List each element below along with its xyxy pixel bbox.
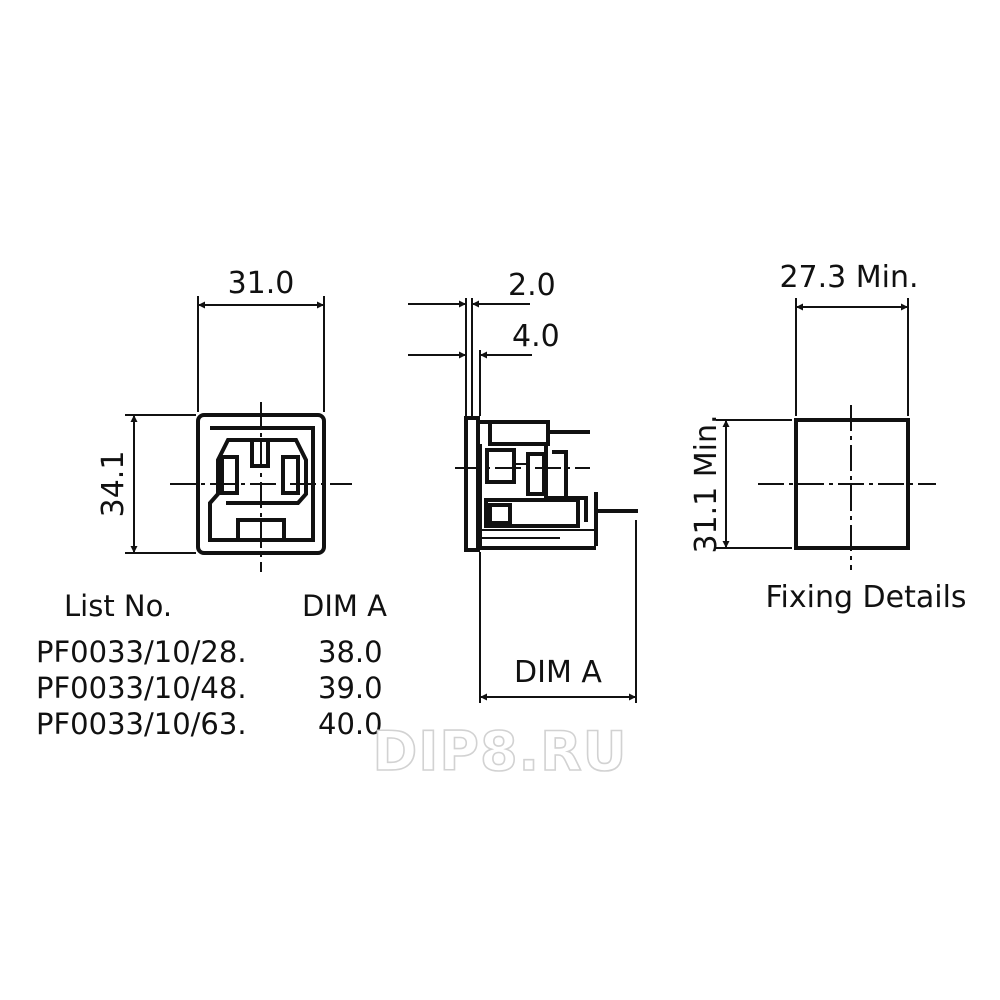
- list-table: List No. DIM A PF0033/10/28. 38.0 PF0033…: [36, 589, 387, 741]
- fixing-details: 27.3 Min. 31.1 Min. Fixing Details: [689, 260, 967, 615]
- flange: [464, 416, 480, 552]
- table-row-2-dim-a: 39.0: [318, 671, 383, 705]
- fix-width-dimension: 27.3 Min.: [779, 260, 918, 295]
- height-dimension: 34.1: [96, 451, 131, 518]
- table-row-2-list-no: PF0033/10/48.: [36, 671, 247, 705]
- table-row-3-list-no: PF0033/10/63.: [36, 707, 247, 741]
- table-row-1-list-no: PF0033/10/28.: [36, 635, 247, 669]
- dim-4-label: 4.0: [512, 319, 560, 354]
- side-view: 2.0 4.0 DIM A: [408, 268, 638, 703]
- table-row-1-dim-a: 38.0: [318, 635, 383, 669]
- table-row-3-dim-a: 40.0: [318, 707, 383, 741]
- inlet-face: [208, 426, 315, 542]
- dim-a-label: DIM A: [514, 655, 602, 690]
- live-pin: [220, 455, 239, 495]
- fixing-caption: Fixing Details: [765, 580, 966, 615]
- fix-height-dimension: 31.1 Min.: [689, 414, 724, 553]
- dim-2-label: 2.0: [508, 268, 556, 303]
- table-header-list-no: List No.: [64, 589, 172, 623]
- table-header-dim-a: DIM A: [302, 589, 387, 623]
- side-body: [478, 420, 638, 550]
- neutral-pin: [281, 455, 300, 495]
- front-view: 31.0 34.1: [96, 266, 352, 572]
- watermark: DIP8.RU: [372, 720, 627, 783]
- width-dimension: 31.0: [228, 266, 295, 301]
